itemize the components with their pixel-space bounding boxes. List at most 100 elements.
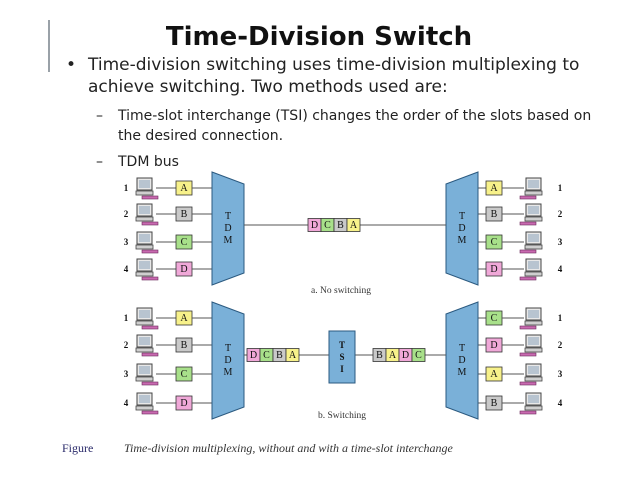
top-left-slot-label: D [180,264,187,275]
computer-base [524,190,543,196]
bullet-mark: • [66,55,77,75]
bottom-right-slot-label: D [490,340,497,351]
top-mux-letter: T [225,211,231,222]
bottom-demux-letter: D [458,355,465,366]
bottom-left-computer [135,334,159,357]
top-left-computer [135,203,159,226]
bottom-tsi-letter: I [340,364,344,374]
bottom-frame-in-label: A [289,350,297,361]
top-right-slot-label: D [490,264,497,275]
bottom-mux-letter: T [225,343,231,354]
bottom-frame-out-label: C [415,350,422,361]
bottom-frame-in-label: B [276,350,283,361]
top-mux-letter: D [224,223,231,234]
dash-mark: – [96,108,103,124]
top-right-computer [519,203,543,226]
bottom-left-device-number: 4 [124,398,129,408]
monitor-screen [139,261,150,269]
monitor-screen [528,395,539,403]
computer-base [524,405,543,411]
monitor-screen [139,395,150,403]
keyboard [519,249,537,254]
top-left-device-number: 2 [124,209,129,219]
bottom-demux-letter: T [459,343,465,354]
bottom-frame-out-label: B [376,350,383,361]
dash-mark: – [96,154,103,170]
top-mux [211,171,245,286]
bottom-right-computer [519,334,543,357]
computer-base [135,190,154,196]
keyboard [519,352,537,357]
bottom-frame-out [411,348,426,362]
bottom-tsi-box [328,330,356,384]
computer-base [524,376,543,382]
bottom-demux-letter: M [458,367,467,378]
computer-base [135,216,154,222]
computer-base [135,244,154,250]
computer-base [135,405,154,411]
computer-base [524,271,543,277]
top-frame-label: A [350,220,358,231]
top-left-computer [135,231,159,254]
top-frame [346,218,361,232]
top-left-computer [135,258,159,281]
top-left-slot-label: A [180,183,188,194]
bottom-left-computer [135,363,159,386]
sub-bullet-text: TDM bus [118,154,179,170]
bullet-text: Time-division switching uses time-divisi… [88,55,580,97]
slide-title: Time-Division Switch [165,22,473,52]
computer-base [524,320,543,326]
bottom-left-computer [135,392,159,415]
bottom-right-slot-label: B [491,398,498,409]
computer-base [135,320,154,326]
bottom-right-device-number: 4 [558,398,563,408]
bottom-right-computer [519,363,543,386]
bottom-right-computer [519,392,543,415]
keyboard [141,249,159,254]
monitor-screen [528,261,539,269]
monitor-screen [139,310,150,318]
top-frame-label: C [324,220,331,231]
bottom-right-slot-label: A [490,369,498,380]
monitor-screen [139,337,150,345]
top-left-device-number: 3 [124,237,129,247]
bottom-right-computer [519,307,543,330]
monitor-screen [139,234,150,242]
bottom-right-device-number: 2 [558,340,563,350]
monitor-screen [139,366,150,374]
computer-base [135,376,154,382]
top-right-computer [519,258,543,281]
top-demux [445,171,479,286]
bottom-mux [211,301,245,420]
top-right-slot-label: A [490,183,498,194]
bottom-left-slot-label: C [181,369,188,380]
figure-label: Figure [62,441,94,455]
computer-base [135,271,154,277]
bottom-mux-letter: M [224,367,233,378]
bottom-left-computer [135,307,159,330]
keyboard [519,221,537,226]
bottom-left-slot-label: D [180,398,187,409]
bottom-caption: b. Switching [318,411,366,421]
monitor-screen [528,180,539,188]
monitor-screen [528,234,539,242]
computer-base [135,347,154,353]
bottom-mux-letter: D [224,355,231,366]
computer-base [524,216,543,222]
monitor-screen [528,337,539,345]
top-right-slot-label: C [491,237,498,248]
top-left-device-number: 1 [124,183,129,193]
bottom-frame-out-label: D [402,350,409,361]
bottom-left-slot-label: A [180,313,188,324]
bottom-right-device-number: 3 [558,369,563,379]
top-right-device-number: 2 [558,209,563,219]
keyboard [519,381,537,386]
bottom-demux [445,301,479,420]
sub-bullet-text: Time-slot interchange (TSI) changes the … [118,108,592,144]
top-mux-letter: M [224,235,233,246]
top-caption: a. No switching [311,286,371,296]
monitor-screen [528,366,539,374]
top-right-computer [519,177,543,200]
accent-bar [48,20,50,72]
